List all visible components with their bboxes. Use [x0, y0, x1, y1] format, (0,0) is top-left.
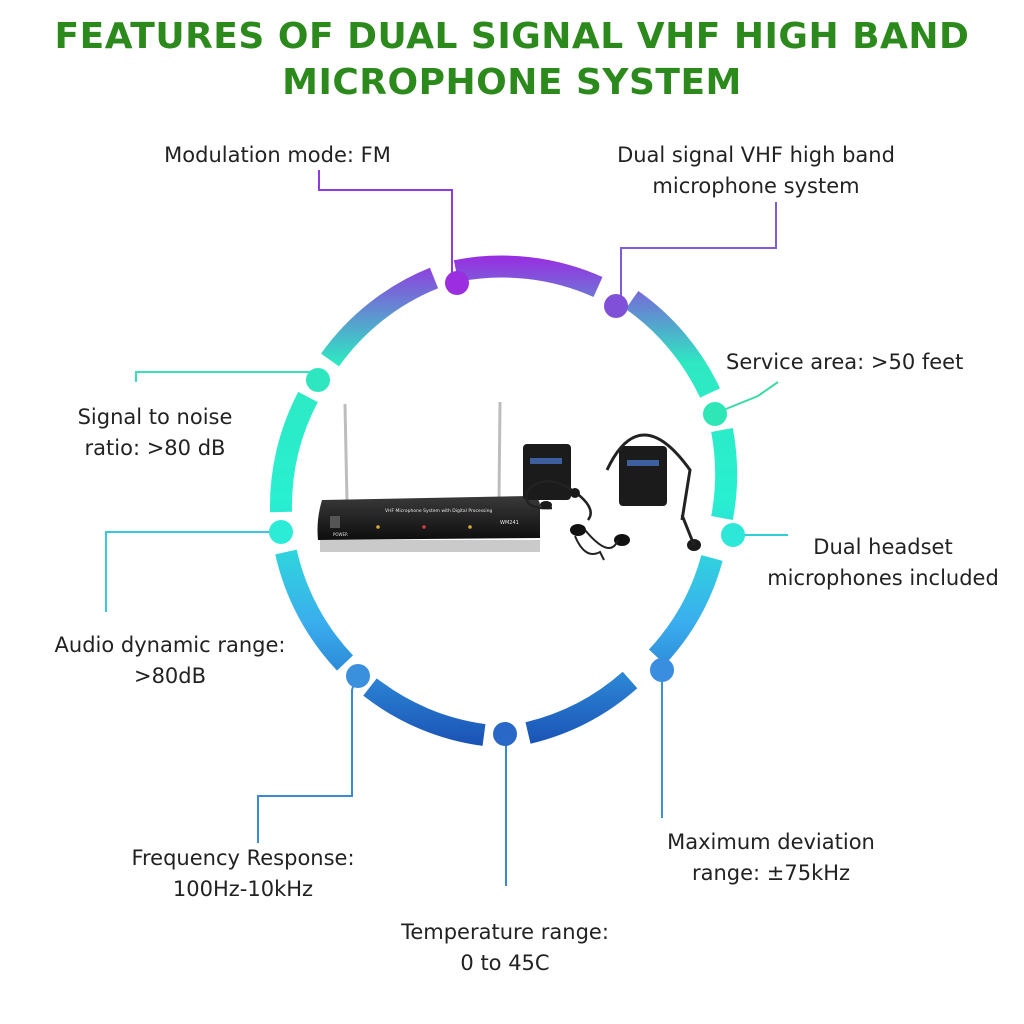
leader-line-dual-signal [620, 202, 777, 302]
feature-dynamic-range: Audio dynamic range: >80dB [30, 630, 310, 692]
ring-segment-6 [363, 678, 486, 746]
product-image: POWER VHF Microphone System with Digital… [317, 401, 701, 561]
bodypack-2-window [627, 460, 659, 466]
feature-modulation: Modulation mode: FM [140, 140, 415, 171]
feature-service-area-line1: Service area: >50 feet [726, 350, 964, 374]
feature-dynamic-range-line1: Audio dynamic range: [54, 633, 286, 657]
receiver-unit [317, 496, 540, 540]
bodypack-1-window [530, 458, 562, 464]
feature-dual-signal-line1: Dual signal VHF high band [617, 143, 895, 167]
feature-max-deviation: Maximum deviation range: ±75kHz [640, 827, 902, 889]
ring-segment-2 [625, 291, 720, 398]
feature-frequency: Frequency Response: 100Hz-10kHz [110, 843, 376, 905]
lavalier-mic-2 [614, 534, 630, 546]
feature-headsets-line2: microphones included [767, 566, 999, 590]
feature-snr-line2: ratio: >80 dB [84, 436, 226, 460]
leader-line-modulation [318, 170, 453, 283]
ring-segment-7 [275, 549, 354, 671]
receiver-antenna-left [343, 403, 349, 503]
receiver-model: WM241 [500, 520, 519, 526]
receiver-antenna-right [497, 401, 502, 501]
feature-temperature-line1: Temperature range: [401, 920, 609, 944]
feature-service-area: Service area: >50 feet [726, 347, 1016, 378]
dot-headsets [721, 523, 745, 547]
dot-temperature [493, 722, 517, 746]
leader-line-frequency [257, 676, 357, 843]
dot-snr [306, 368, 330, 392]
feature-dual-signal-line2: microphone system [652, 174, 860, 198]
feature-max-deviation-line1: Maximum deviation [667, 830, 875, 854]
feature-max-deviation-line2: range: ±75kHz [691, 861, 851, 885]
feature-dynamic-range-line2: >80dB [133, 664, 207, 688]
headset-1-mic [540, 501, 552, 509]
leader-line-dynamic-range [105, 531, 279, 612]
dot-dynamic-range [269, 520, 293, 544]
dot-service-area [703, 402, 727, 426]
dot-dual-signal [604, 294, 628, 318]
feature-modulation-line1: Modulation mode: FM [164, 143, 391, 167]
receiver-indicator-mid [422, 525, 426, 529]
leader-line-snr [135, 371, 317, 382]
headset-ear-pad [570, 488, 580, 498]
feature-headsets-line1: Dual headset [813, 535, 953, 559]
feature-headsets: Dual headset microphones included [748, 532, 1018, 594]
feature-dual-signal: Dual signal VHF high band microphone sys… [586, 140, 926, 202]
receiver-power-switch [330, 516, 340, 528]
receiver-power-label: POWER [333, 532, 348, 537]
page-title-line-1: FEATURES OF DUAL SIGNAL VHF HIGH BAND [54, 16, 970, 57]
feature-frequency-line2: 100Hz-10kHz [172, 877, 314, 901]
receiver-reflection [320, 540, 540, 552]
lavalier-mic-1 [570, 524, 586, 536]
leader-line-service-area [715, 381, 779, 414]
feature-temperature: Temperature range: 0 to 45C [380, 917, 630, 979]
mic-cables [574, 529, 619, 561]
bodypack-transmitter-2 [619, 446, 667, 506]
receiver-indicator-a [376, 525, 380, 529]
ring-segment-1 [453, 255, 603, 298]
ring-segment-8 [269, 391, 318, 513]
ring-segment-5 [525, 671, 638, 744]
dot-modulation [445, 271, 469, 295]
receiver-indicator-b [468, 525, 472, 529]
ring-segment-4 [648, 554, 723, 665]
feature-temperature-line2: 0 to 45C [460, 951, 550, 975]
dot-frequency [346, 664, 370, 688]
ring-segment-3 [711, 427, 738, 521]
headset-2-boom [680, 514, 696, 546]
feature-frequency-line1: Frequency Response: [131, 846, 355, 870]
bodypack-transmitter-1 [523, 444, 571, 500]
ring-segment-9 [321, 267, 439, 367]
headset-2 [605, 433, 692, 521]
page-title-line-2: MICROPHONE SYSTEM [282, 62, 742, 103]
connector-dots [269, 271, 745, 746]
feature-snr-line1: Signal to noise [77, 405, 233, 429]
ring-segments [269, 255, 738, 746]
feature-snr: Signal to noise ratio: >80 dB [40, 402, 270, 464]
receiver-description: VHF Microphone System with Digital Proce… [385, 508, 492, 514]
dot-max-deviation [650, 658, 674, 682]
